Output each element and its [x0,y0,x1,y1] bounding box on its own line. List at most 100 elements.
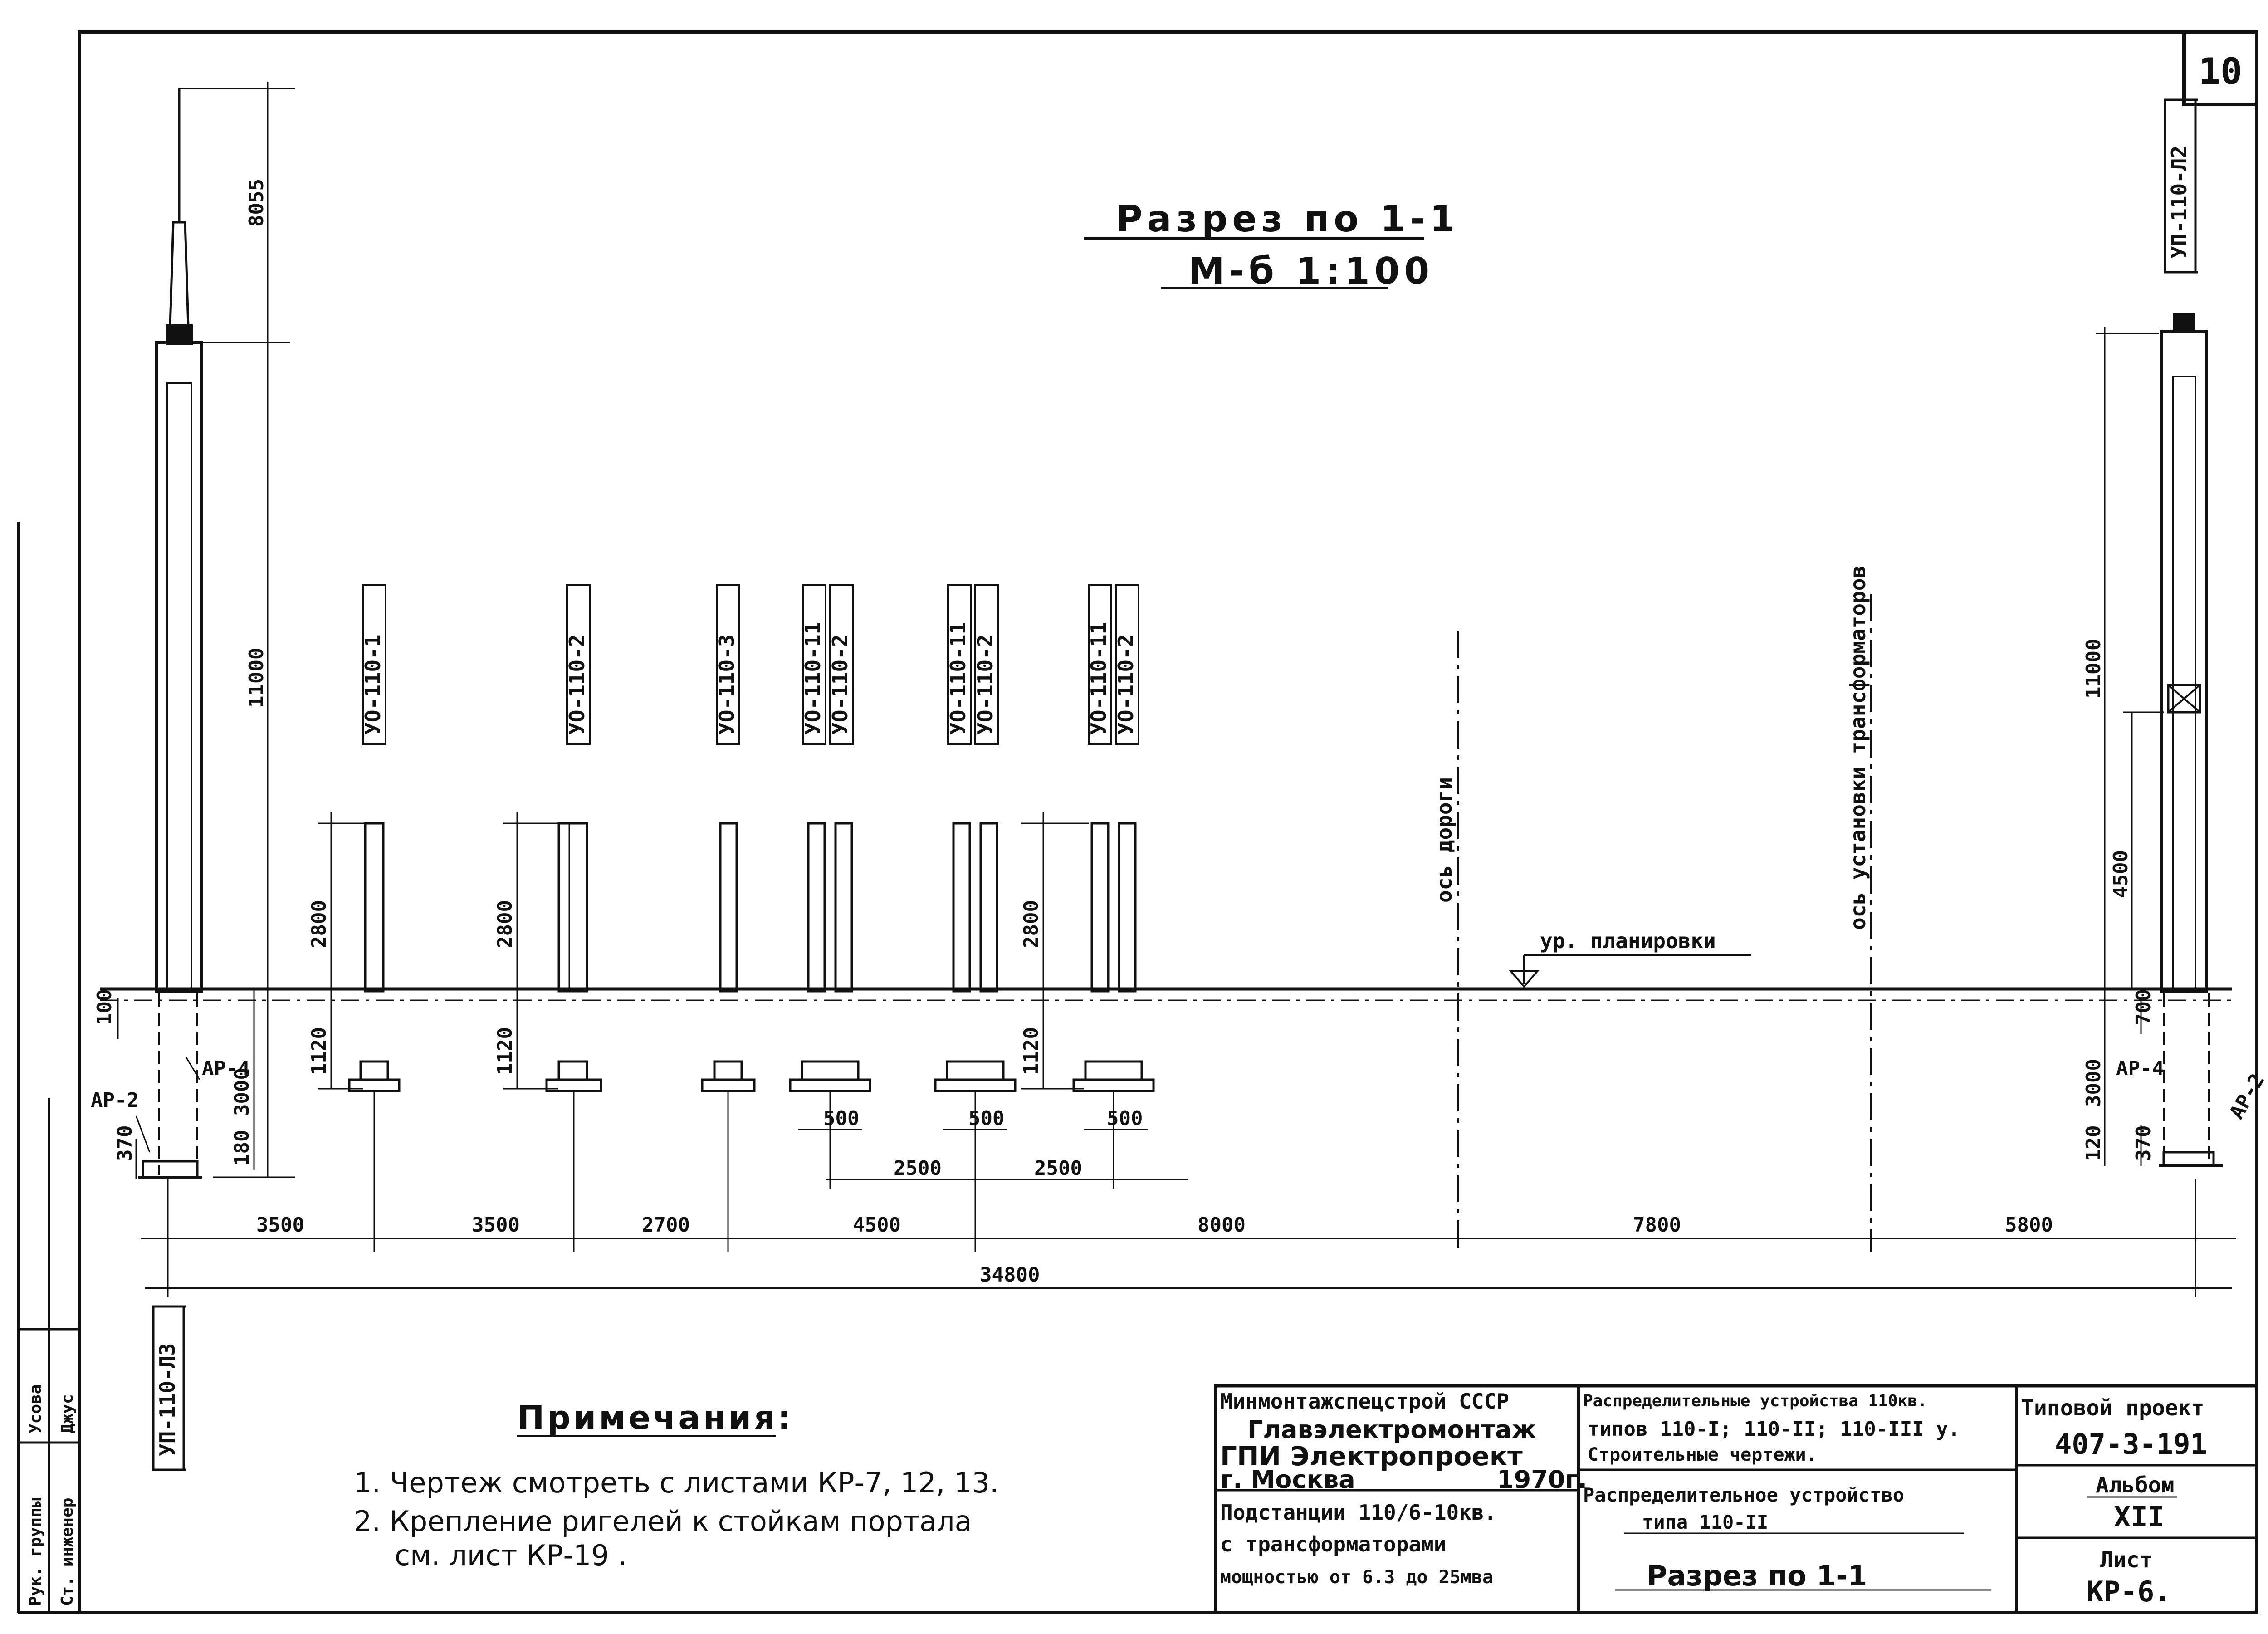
sheet-label: Лист [2100,1547,2153,1573]
device-line2: типа 110-II [1642,1511,1768,1533]
label-ar2-right: АР-2 [2225,1070,2268,1123]
road-axis: ось дороги [1432,631,1459,1252]
album-label: Альбом [2096,1473,2174,1498]
dim-right-3000: 3000 [2082,1059,2105,1107]
span-dim: 4500 [853,1213,901,1237]
dim-right-700: 700 [2132,989,2155,1025]
label-ar4-right: АР-4 [2116,1057,2164,1080]
dim-left-100: 100 [93,989,116,1025]
section-title-block: Разрез по 1-1 М-б 1:100 [1084,198,1460,292]
support-tag: УО-110-3 [714,584,740,745]
dim-500: 500 [823,1107,859,1130]
dim-left-3000: 3000 [230,1068,254,1116]
support-tag: УО-110-2 [565,584,591,745]
support-label: УО-110-1 [361,634,385,735]
road-axis-label: ось дороги [1432,777,1457,903]
sheet-frame [78,30,2258,1614]
stamp-role-2: Ст. инженер [58,1498,77,1606]
support-column [545,822,602,1252]
left-portal-column [138,88,203,1179]
label-ar4-left: АР-4 [202,1057,250,1080]
support-column-pair [1072,822,1155,1189]
topic-line3: Строительные чертежи. [1588,1444,1817,1465]
left-portal-dims: 8055 11000 3000 180 100 370 АР-2 АР-4 [91,82,295,1179]
right-portal-dims: 11000 4500 700 3000 120 370 АР-4 АР-2 [2082,327,2268,1166]
substation-line2: с трансформаторами [1220,1532,1447,1556]
side-stamp: Рук. группы Ст. инженер Усова Джус [18,1098,79,1613]
dim-500: 500 [1107,1107,1143,1130]
org-city: г. Москва [1220,1465,1355,1494]
dim-2800: 2800 [1020,900,1043,948]
transformer-axis-label: ось установки трансформаторов [1846,566,1870,930]
dim-left-180: 180 [230,1130,254,1166]
device-line1: Распределительное устройство [1583,1484,1904,1506]
label-ar2-left: АР-2 [91,1089,139,1112]
portal-left-tag: УП-110-Л3 [152,1305,186,1471]
span-dim: 2700 [642,1213,690,1237]
ground-line [100,987,2232,1001]
portal-left-label: УП-110-Л3 [155,1343,180,1456]
notes-block: Примечания: 1. Чертеж смотреть с листами… [354,1399,999,1572]
note-item: 1. Чертеж смотреть с листами КР-7, 12, 1… [354,1466,999,1499]
support-columns [348,822,1155,1252]
support-label: УО-110-11 [1086,622,1111,735]
support-label: УО-110-2 [565,634,589,735]
support-column [348,822,401,1252]
dim-2800: 2800 [308,900,331,948]
sheet-number: 10 [2199,50,2242,93]
planning-level-marker: ур. планировки [1508,929,1751,988]
portal-right-label: УП-110-Л2 [2167,146,2191,259]
dim-left-top: 8055 [245,179,268,227]
dim-right-height: 11000 [2082,639,2105,699]
support-label: УО-110-11 [946,622,970,735]
note-item: см. лист КР-19 . [395,1539,627,1572]
sheet-code: КР-6. [2087,1575,2171,1608]
dim-2500: 2500 [894,1157,942,1180]
support-tag-pair: УО-110-11 УО-110-2 [801,584,854,745]
support-label: УО-110-3 [714,634,739,735]
org-ministry: Минмонтажспецстрой СССР [1220,1389,1509,1414]
dim-1120: 1120 [1020,1027,1043,1075]
topic-line2: типов 110-I; 110-II; 110-III у. [1588,1418,1960,1441]
stamp-name-1: Усова [26,1384,45,1433]
planning-level-label: ур. планировки [1540,929,1716,953]
support-label: УО-110-2 [1114,634,1138,735]
right-portal-column [2159,313,2223,1167]
org-trust: Главэлектромонтаж [1247,1415,1536,1444]
org-year: 1970г. [1497,1465,1587,1494]
span-dim: 7800 [1633,1213,1681,1237]
dim-right-4500: 4500 [2109,850,2132,898]
project-number: 407-3-191 [2055,1428,2207,1461]
dim-right-370: 370 [2132,1125,2155,1161]
dim-1120: 1120 [308,1027,331,1075]
dim-left-height: 11000 [245,648,268,708]
support-tags: УО-110-1 УО-110-2 УО-110-3 УО-110-11 УО-… [361,584,1139,745]
support-height-dims: 2800 1120 2800 1120 2800 1120 500 500 50… [308,812,1188,1180]
support-column [701,822,756,1252]
span-dim: 3500 [256,1213,304,1237]
substation-line1: Подстанции 110/6-10кв. [1220,1500,1496,1525]
dim-2500: 2500 [1034,1157,1082,1180]
stamp-name-2: Джус [58,1394,77,1433]
support-column-pair [934,822,1017,1252]
portal-right-tag: УП-110-Л2 [2164,98,2198,274]
drawing-name: Разрез по 1-1 [1647,1559,1867,1592]
span-dim: 8000 [1198,1213,1246,1237]
album-number: XII [2114,1500,2165,1533]
stamp-role-1: Рук. группы [26,1497,45,1606]
dim-left-370: 370 [113,1125,137,1161]
support-label: УО-110-11 [801,622,825,735]
span-dimension-line: 3500 3500 2700 4500 8000 7800 5800 [141,1179,2236,1297]
support-tag: УО-110-1 [361,584,386,745]
support-label: УО-110-2 [973,634,997,735]
notes-heading: Примечания: [517,1399,793,1437]
total-dim: 34800 [980,1263,1040,1287]
transformer-axis: ось установки трансформаторов [1846,566,1872,1252]
dim-2800: 2800 [494,900,517,948]
note-item: 2. Крепление ригелей к стойкам портала [354,1505,972,1538]
org-institute: ГПИ Электропроект [1220,1441,1523,1472]
section-title: Разрез по 1-1 [1116,198,1460,240]
substation-line3: мощностью от 6.3 до 25мва [1220,1567,1493,1588]
sheet-number-box: 10 [2182,30,2258,106]
